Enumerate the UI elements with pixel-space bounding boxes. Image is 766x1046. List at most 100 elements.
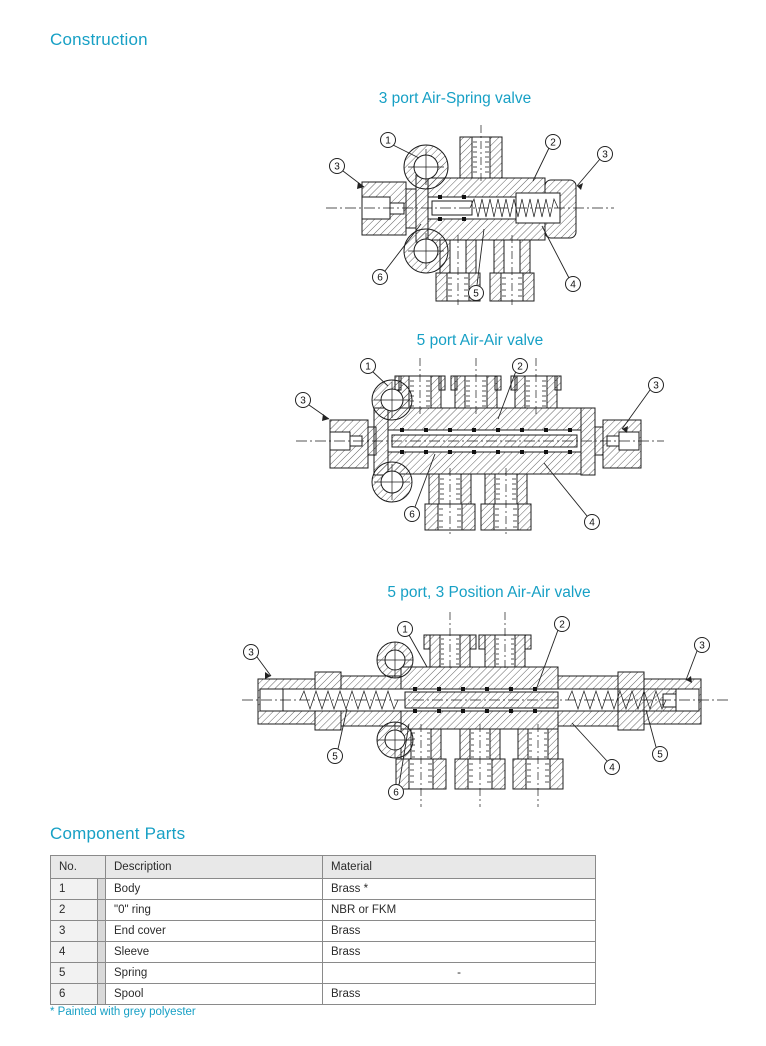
- callout-3-right: 3: [597, 146, 613, 162]
- cell-strip: [97, 899, 106, 921]
- valve-right-end-cover: [617, 671, 702, 731]
- callouts: 1 2 3 3 4 5 5 6: [243, 616, 710, 800]
- mounting-boss-top: [403, 144, 449, 190]
- svg-text:4: 4: [609, 763, 615, 774]
- header-material: Material: [322, 855, 596, 879]
- svg-text:3: 3: [248, 648, 254, 659]
- svg-text:1: 1: [385, 136, 391, 147]
- table-row: 4 Sleeve Brass: [50, 941, 596, 963]
- callout-2: 2: [545, 134, 561, 150]
- table-row: 6 Spool Brass: [50, 983, 596, 1005]
- svg-text:3: 3: [602, 150, 608, 161]
- svg-text:6: 6: [393, 788, 399, 799]
- svg-text:1: 1: [365, 362, 371, 373]
- cell-description: End cover: [105, 920, 323, 942]
- figure-title-5-port-3-position-air-air-valve: 5 port, 3 Position Air-Air valve: [387, 584, 591, 601]
- svg-text:3: 3: [699, 641, 705, 652]
- callout-6: 6: [388, 784, 404, 800]
- bottom-ports: [395, 724, 564, 807]
- valve-left-end-cover: [329, 407, 389, 476]
- callout-2: 2: [512, 358, 528, 374]
- svg-text:5: 5: [473, 289, 479, 300]
- callouts: 1 2 3 3 4 5 6: [329, 132, 613, 301]
- top-ports: [394, 358, 562, 414]
- cell-strip: [97, 983, 106, 1005]
- bottom-ports: [424, 468, 532, 534]
- figure-title-5-port-air-air-valve: 5 port Air-Air valve: [416, 332, 544, 349]
- cell-no: 4: [50, 941, 98, 963]
- svg-text:2: 2: [517, 362, 523, 373]
- cell-no: 2: [50, 899, 98, 921]
- svg-text:2: 2: [550, 138, 556, 149]
- cell-no: 5: [50, 962, 98, 984]
- figure-title-3-port-air-spring-valve: 3 port Air-Spring valve: [378, 90, 532, 107]
- spool: [404, 691, 559, 709]
- svg-text:5: 5: [657, 750, 663, 761]
- cell-no: 1: [50, 878, 98, 900]
- valve-body: [387, 407, 582, 475]
- svg-text:3: 3: [334, 162, 340, 173]
- svg-text:3: 3: [653, 381, 659, 392]
- callout-3-left: 3: [329, 158, 345, 174]
- component-parts-table: No. Description Material 1 Body Brass * …: [50, 855, 596, 1005]
- cell-description: Body: [105, 878, 323, 900]
- cell-description: Sleeve: [105, 941, 323, 963]
- callout-3-left: 3: [243, 644, 259, 660]
- cell-material: Brass *: [322, 878, 596, 900]
- callout-5-right: 5: [652, 746, 668, 762]
- mounting-boss-bottom: [376, 721, 414, 759]
- callout-1: 1: [380, 132, 396, 148]
- table-row: 2 "0" ring NBR or FKM: [50, 899, 596, 921]
- cell-no: 3: [50, 920, 98, 942]
- table-row: 3 End cover Brass: [50, 920, 596, 942]
- callout-1: 1: [360, 358, 376, 374]
- callout-2: 2: [554, 616, 570, 632]
- top-ports: [423, 612, 532, 670]
- valve-right-end-cover: [580, 407, 642, 476]
- top-port: [459, 125, 503, 183]
- callout-3-left: 3: [295, 392, 311, 408]
- svg-text:5: 5: [332, 752, 338, 763]
- cell-description: Spool: [105, 983, 323, 1005]
- callout-3-right: 3: [648, 377, 664, 393]
- callout-3-right: 3: [694, 637, 710, 653]
- mounting-boss-top: [376, 641, 414, 679]
- diagram-5-port-3-position-air-air-valve: 1 2 3 3 4 5 5 6: [242, 612, 728, 807]
- cell-strip: [97, 941, 106, 963]
- svg-text:6: 6: [377, 273, 383, 284]
- svg-text:4: 4: [570, 280, 576, 291]
- section-title-component-parts: Component Parts: [50, 824, 186, 843]
- cell-strip: [97, 920, 106, 942]
- cell-material: -: [322, 962, 596, 984]
- callouts: 1 2 3 3 4 6: [295, 358, 664, 530]
- cell-description: "0" ring: [105, 899, 323, 921]
- svg-text:3: 3: [300, 396, 306, 407]
- cell-strip: [97, 878, 106, 900]
- cell-material: Brass: [322, 983, 596, 1005]
- callout-4: 4: [584, 514, 600, 530]
- header-no: No.: [50, 855, 106, 879]
- diagram-3-port-air-spring-valve: 1 2 3 3 4 5 6: [326, 125, 614, 305]
- header-description: Description: [105, 855, 323, 879]
- cell-strip: [97, 962, 106, 984]
- spring-left: [299, 689, 399, 711]
- bottom-port-right: [489, 235, 535, 305]
- mounting-boss-bottom: [371, 461, 413, 503]
- svg-text:4: 4: [589, 518, 595, 529]
- callout-6: 6: [404, 506, 420, 522]
- cell-material: Brass: [322, 920, 596, 942]
- section-title-construction: Construction: [50, 30, 148, 49]
- callout-1: 1: [397, 621, 413, 637]
- callout-4: 4: [604, 759, 620, 775]
- cell-material: NBR or FKM: [322, 899, 596, 921]
- callout-5-left: 5: [327, 748, 343, 764]
- valve-body: [427, 177, 577, 241]
- callout-4: 4: [565, 276, 581, 292]
- callout-5: 5: [468, 285, 484, 301]
- spring: [469, 197, 559, 218]
- cell-no: 6: [50, 983, 98, 1005]
- callout-6: 6: [372, 269, 388, 285]
- diagram-5-port-air-air-valve: 1 2 3 3 4 6: [295, 358, 664, 534]
- cell-material: Brass: [322, 941, 596, 963]
- table-header-row: No. Description Material: [50, 855, 596, 879]
